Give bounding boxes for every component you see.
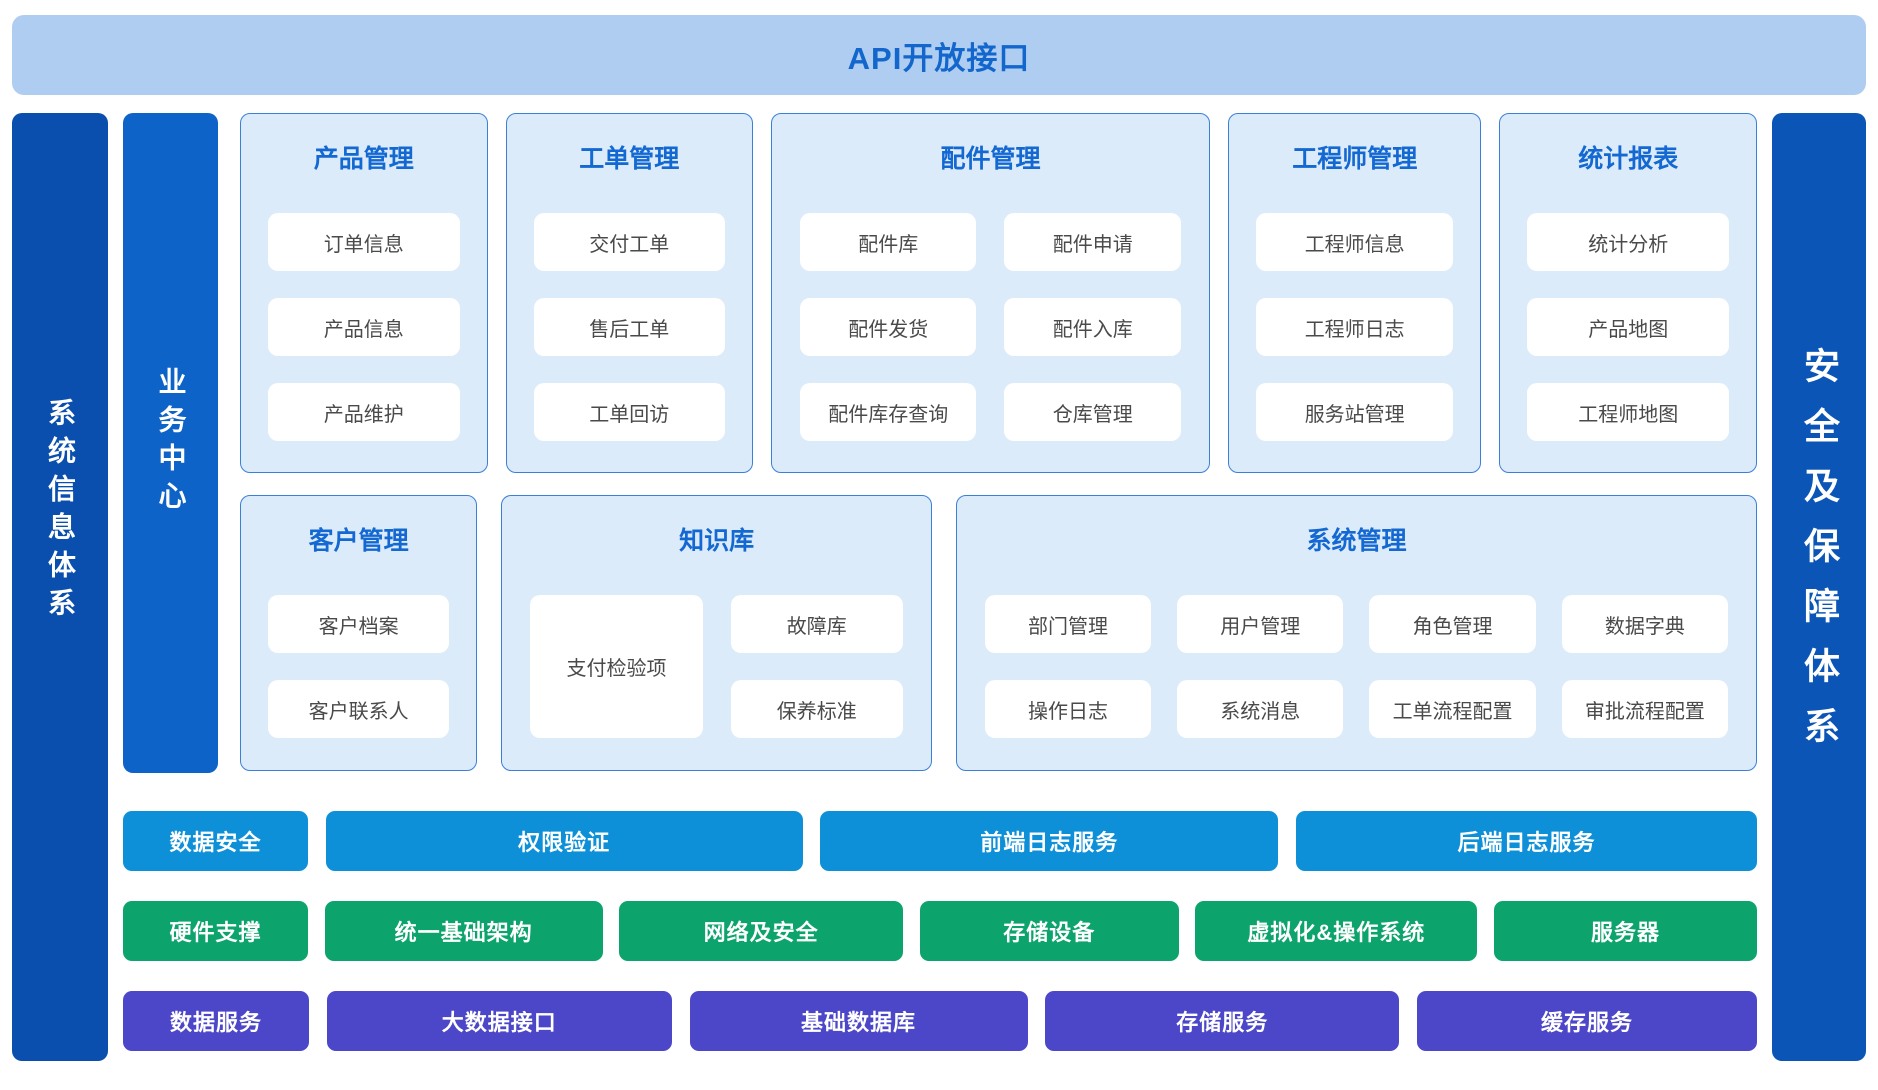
module-item: 系统消息 <box>1177 680 1344 738</box>
platform-service-row: 数据安全 权限验证 前端日志服务 后端日志服务 <box>123 811 1757 871</box>
module-cards-area: 产品管理 订单信息 产品信息 产品维护 工单管理 交付工单 售后工单 <box>240 113 1757 773</box>
module-card-parts: 配件管理 配件库 配件申请 配件发货 配件入库 配件库存查询 仓库管理 <box>771 113 1210 473</box>
module-item: 配件库 <box>800 213 977 271</box>
module-item: 部门管理 <box>984 595 1152 653</box>
module-card-workorder: 工单管理 交付工单 售后工单 工单回访 <box>505 113 754 473</box>
module-item: 工程师地图 <box>1527 383 1729 441</box>
module-card-system: 系统管理 部门管理 用户管理 角色管理 数据字典 操作日志 系统消息 工单流程配… <box>955 495 1757 771</box>
card-title: 工程师管理 <box>1292 145 1418 173</box>
business-section: 业务中心 产品管理 订单信息 产品信息 产品维护 <box>123 113 1757 773</box>
module-item: 角色管理 <box>1369 595 1536 653</box>
card-items: 客户档案 客户联系人 <box>268 595 450 738</box>
service-block: 权限验证 <box>325 811 803 871</box>
module-item: 审批流程配置 <box>1561 680 1728 738</box>
module-item: 工程师信息 <box>1255 213 1454 271</box>
module-item: 配件发货 <box>800 298 977 356</box>
hardware-support-row: 硬件支撑 统一基础架构 网络及安全 存储设备 虚拟化&操作系统 服务器 <box>123 901 1757 961</box>
card-title: 系统管理 <box>1306 527 1407 555</box>
module-item: 客户档案 <box>268 595 450 653</box>
module-row-2: 客户管理 客户档案 客户联系人 知识库 故障库 支付检验项 保养标准 <box>240 495 1757 771</box>
service-block: 网络及安全 <box>619 901 904 961</box>
module-item: 配件申请 <box>1004 213 1181 271</box>
module-row-1: 产品管理 订单信息 产品信息 产品维护 工单管理 交付工单 售后工单 <box>240 113 1757 473</box>
card-items: 交付工单 售后工单 工单回访 <box>533 213 726 441</box>
module-item: 客户联系人 <box>268 680 450 738</box>
module-item: 产品信息 <box>268 298 460 356</box>
module-item: 配件库存查询 <box>800 383 977 441</box>
module-item: 售后工单 <box>533 298 726 356</box>
module-item: 服务站管理 <box>1255 383 1454 441</box>
service-block: 基础数据库 <box>689 991 1028 1051</box>
module-item: 保养标准 <box>730 680 903 738</box>
module-card-product: 产品管理 订单信息 产品信息 产品维护 <box>240 113 488 473</box>
business-center-bar: 业务中心 <box>123 113 218 773</box>
service-block: 数据服务 <box>123 991 309 1051</box>
service-block: 存储设备 <box>919 901 1179 961</box>
card-items: 订单信息 产品信息 产品维护 <box>268 213 460 441</box>
module-item: 统计分析 <box>1527 213 1729 271</box>
module-item: 数据字典 <box>1561 595 1728 653</box>
card-title: 产品管理 <box>313 145 414 173</box>
system-info-side-bar-label: 系统信息体系 <box>45 398 76 626</box>
service-block: 硬件支撑 <box>123 901 308 961</box>
card-title: 统计报表 <box>1578 145 1679 173</box>
service-block: 虚拟化&操作系统 <box>1195 901 1478 961</box>
service-block: 缓存服务 <box>1417 991 1757 1051</box>
module-card-reports: 统计报表 统计分析 产品地图 工程师地图 <box>1499 113 1757 473</box>
data-service-row: 数据服务 大数据接口 基础数据库 存储服务 缓存服务 <box>123 991 1757 1051</box>
module-item: 仓库管理 <box>1004 383 1181 441</box>
module-item: 故障库 <box>730 595 903 653</box>
card-items: 工程师信息 工程师日志 服务站管理 <box>1255 213 1454 441</box>
business-center-bar-label: 业务中心 <box>155 367 187 519</box>
main-area: 系统信息体系 业务中心 产品管理 订单信息 产品信息 产品维护 <box>12 113 1866 1061</box>
module-item: 工程师日志 <box>1255 298 1454 356</box>
card-title: 工单管理 <box>579 145 680 173</box>
module-item: 工单流程配置 <box>1369 680 1536 738</box>
service-block: 前端日志服务 <box>820 811 1279 871</box>
module-item: 用户管理 <box>1177 595 1344 653</box>
card-items: 部门管理 用户管理 角色管理 数据字典 操作日志 系统消息 工单流程配置 审批流… <box>984 595 1728 738</box>
card-items: 统计分析 产品地图 工程师地图 <box>1527 213 1729 441</box>
api-open-interface-banner: API开放接口 <box>12 15 1866 95</box>
module-card-knowledge: 知识库 故障库 支付检验项 保养标准 <box>501 495 932 771</box>
module-card-engineer: 工程师管理 工程师信息 工程师日志 服务站管理 <box>1227 113 1482 473</box>
security-side-bar-label: 安全及保障体系 <box>1799 347 1840 767</box>
card-title: 知识库 <box>679 527 755 555</box>
module-item: 订单信息 <box>268 213 460 271</box>
module-item: 操作日志 <box>984 680 1152 738</box>
service-block: 存储服务 <box>1045 991 1400 1051</box>
module-item: 支付检验项 <box>530 595 703 738</box>
security-side-bar: 安全及保障体系 <box>1772 113 1866 1061</box>
module-card-customer: 客户管理 客户档案 客户联系人 <box>240 495 478 771</box>
card-items: 故障库 支付检验项 保养标准 <box>530 595 903 738</box>
card-title: 客户管理 <box>308 527 409 555</box>
service-block: 大数据接口 <box>326 991 672 1051</box>
module-item: 产品地图 <box>1527 298 1729 356</box>
api-banner-label: API开放接口 <box>847 40 1031 76</box>
middle-column: 业务中心 产品管理 订单信息 产品信息 产品维护 <box>123 113 1757 1061</box>
service-block: 服务器 <box>1493 901 1757 961</box>
module-item: 交付工单 <box>533 213 726 271</box>
service-block: 后端日志服务 <box>1295 811 1757 871</box>
service-block: 数据安全 <box>123 811 308 871</box>
system-info-side-bar: 系统信息体系 <box>12 113 108 1061</box>
module-item: 产品维护 <box>268 383 460 441</box>
module-item: 配件入库 <box>1004 298 1181 356</box>
card-items: 配件库 配件申请 配件发货 配件入库 配件库存查询 仓库管理 <box>800 213 1181 441</box>
card-title: 配件管理 <box>940 145 1041 173</box>
module-item: 工单回访 <box>533 383 726 441</box>
service-block: 统一基础架构 <box>324 901 603 961</box>
